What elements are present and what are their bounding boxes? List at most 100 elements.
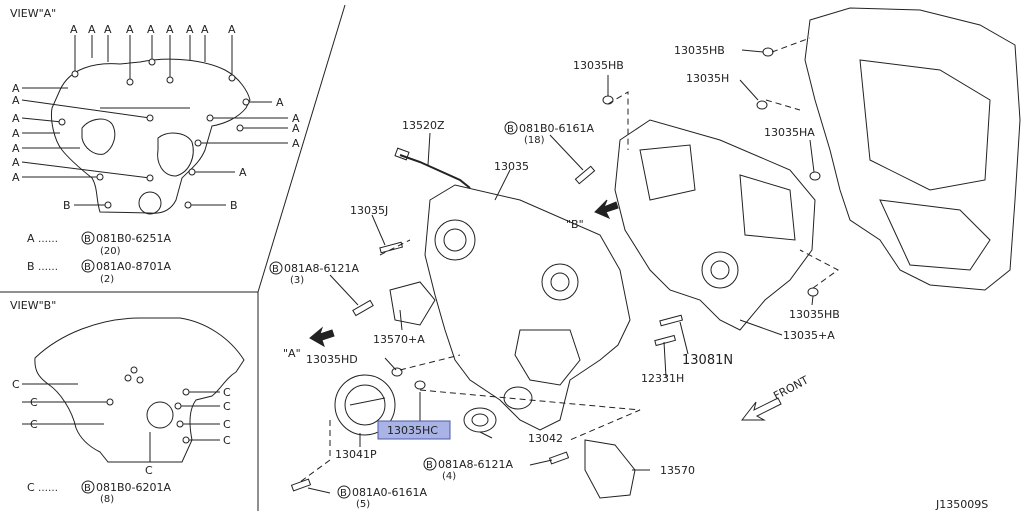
legend-key-a: A: [27, 232, 35, 245]
guide-lines: [299, 37, 839, 483]
svg-text:A: A: [239, 166, 247, 179]
label-13520Z[interactable]: 13520Z: [402, 119, 445, 132]
svg-text:A: A: [12, 142, 20, 155]
svg-text:C: C: [27, 481, 35, 494]
rear-cover-shape: [614, 119, 816, 331]
svg-text:……: ……: [38, 262, 58, 273]
svg-text:(3): (3): [290, 275, 304, 286]
label-13035[interactable]: 13035: [494, 160, 529, 173]
svg-text:A: A: [70, 23, 78, 36]
label-081B0-6161A[interactable]: B 081B0-6161A (18): [504, 121, 595, 146]
svg-text:A: A: [104, 23, 112, 36]
view-a-window-left: [81, 118, 116, 155]
svg-text:A: A: [292, 122, 300, 135]
svg-text:C: C: [223, 434, 231, 447]
label-13570A[interactable]: 13570+A: [373, 333, 425, 346]
label-13570[interactable]: 13570: [660, 464, 695, 477]
view-b-title: VIEW"B": [10, 299, 56, 312]
svg-text:(4): (4): [442, 471, 456, 482]
view-a-bolts-b: [74, 201, 226, 209]
view-a-panel: VIEW"A" A A A A A A A A A: [10, 7, 300, 285]
svg-text:……: ……: [38, 234, 58, 245]
view-a-right-letters: A A A A A: [239, 96, 300, 179]
label-13035HB-right[interactable]: 13035HB: [674, 44, 725, 57]
svg-text:A: A: [88, 23, 96, 36]
view-b-bolts: [22, 383, 220, 462]
front-cover-shape: [424, 184, 631, 431]
svg-text:081A8-6121A: 081A8-6121A: [438, 458, 513, 471]
svg-text:B: B: [84, 262, 91, 273]
part-labels: 13520Z 13035 13035J B 081A8-6121A (3) 13…: [269, 44, 988, 511]
label-13081N[interactable]: 13081N: [682, 353, 733, 368]
svg-text:A: A: [201, 23, 209, 36]
svg-text:(18): (18): [524, 135, 545, 146]
svg-text:A: A: [12, 82, 20, 95]
svg-text:A: A: [228, 23, 236, 36]
label-13035HB-bottom[interactable]: 13035HB: [789, 308, 840, 321]
legend-qty-a: (20): [100, 246, 121, 257]
svg-text:……: ……: [38, 483, 58, 494]
view-arrows: [309, 199, 619, 348]
svg-text:A: A: [12, 94, 20, 107]
label-13041P[interactable]: 13041P: [335, 448, 377, 461]
svg-text:C: C: [30, 418, 38, 431]
svg-text:B: B: [507, 124, 514, 135]
svg-text:B: B: [84, 483, 91, 494]
diagram-code: J135009S: [935, 498, 988, 511]
view-a-outline: [51, 58, 251, 214]
view-a-bolts-top: [71, 35, 236, 86]
label-081A8-6121A-top[interactable]: B 081A8-6121A (3): [269, 261, 359, 286]
panel-borders: [0, 4, 346, 511]
engine-block: [804, 7, 1021, 291]
svg-text:(5): (5): [356, 499, 370, 510]
svg-text:C: C: [223, 386, 231, 399]
svg-text:A: A: [12, 171, 20, 184]
svg-text:13035HC: 13035HC: [387, 424, 438, 437]
label-13035HD[interactable]: 13035HD: [306, 353, 358, 366]
svg-text:A: A: [166, 23, 174, 36]
label-13042[interactable]: 13042: [528, 432, 563, 445]
svg-text:B: B: [272, 264, 279, 275]
label-12331H[interactable]: 12331H: [641, 372, 684, 385]
svg-text:C: C: [30, 396, 38, 409]
label-13035H[interactable]: 13035H: [686, 72, 729, 85]
view-b-panel: VIEW"B" C C C C C C C C C ……: [10, 299, 245, 505]
view-b-letters: C C C C C C C C: [12, 378, 231, 477]
svg-text:B: B: [426, 460, 433, 471]
svg-text:C: C: [223, 400, 231, 413]
view-a-bolts-left: [21, 87, 154, 182]
svg-text:081B0-6161A: 081B0-6161A: [519, 122, 595, 135]
view-a-legend: A …… B 081B0-6251A (20) B …… B 081A0-870…: [27, 231, 172, 285]
svg-text:C: C: [223, 418, 231, 431]
svg-text:(8): (8): [100, 494, 114, 505]
label-13035HA[interactable]: 13035HA: [764, 126, 815, 139]
view-a-crank-hole: [138, 191, 162, 215]
svg-text:B: B: [84, 234, 91, 245]
svg-text:B: B: [340, 488, 347, 499]
label-081A8-6121A-bottom[interactable]: B 081A8-6121A (4): [423, 457, 513, 482]
leader-lines: [307, 49, 815, 494]
view-b-outline: [34, 317, 245, 463]
svg-text:A: A: [276, 96, 284, 109]
view-a-window-mid: [157, 132, 194, 177]
view-a-marker: "A": [283, 347, 301, 360]
label-13035J[interactable]: 13035J: [350, 204, 388, 217]
svg-text:A: A: [12, 112, 20, 125]
label-13035HB-top[interactable]: 13035HB: [573, 59, 624, 72]
svg-text:C: C: [145, 464, 153, 477]
svg-text:A: A: [126, 23, 134, 36]
view-a-bolts-right: [188, 98, 288, 176]
label-13035HC-highlighted[interactable]: 13035HC: [377, 420, 451, 440]
svg-text:A: A: [12, 127, 20, 140]
svg-text:081A8-6121A: 081A8-6121A: [284, 262, 359, 275]
label-13035A[interactable]: 13035+A: [783, 329, 835, 342]
svg-text:B: B: [63, 199, 71, 212]
svg-text:A: A: [292, 112, 300, 125]
svg-text:A: A: [292, 137, 300, 150]
view-b-legend: C …… B 081B0-6201A (8): [27, 480, 172, 505]
front-cover-assembly: [290, 7, 1021, 499]
view-b-marker: "B": [566, 218, 584, 231]
svg-text:B: B: [230, 199, 238, 212]
label-081A0-6161A[interactable]: B 081A0-6161A (5): [337, 485, 427, 510]
